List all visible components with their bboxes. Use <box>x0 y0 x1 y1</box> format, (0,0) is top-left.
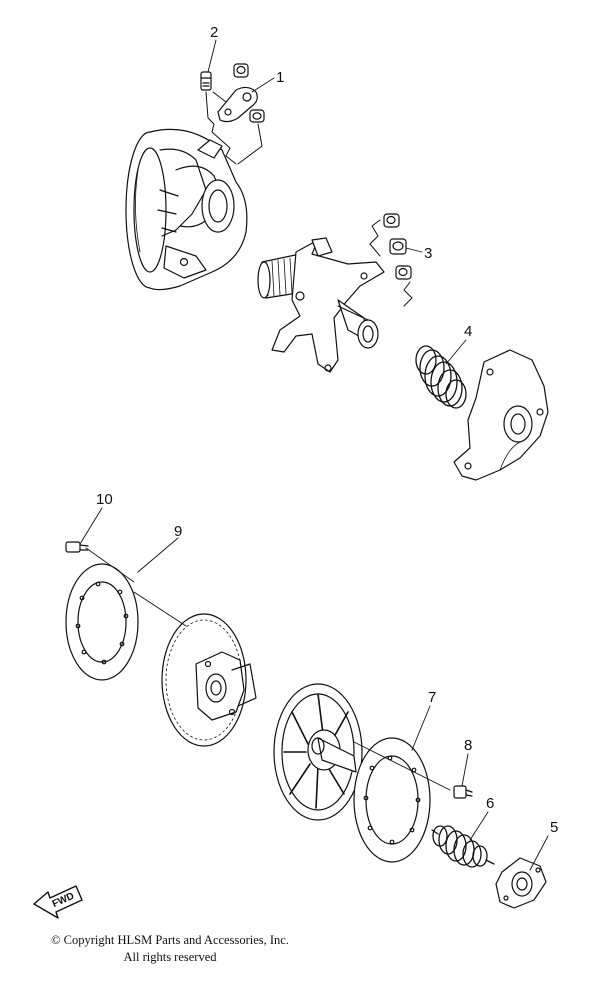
bolt-part-2 <box>200 71 212 91</box>
assembly-lines-top <box>205 91 263 165</box>
cam-part-5 <box>495 857 547 909</box>
fixed-sheave-housing <box>125 128 248 291</box>
callout-8: 8 <box>464 737 472 754</box>
callout-5: 5 <box>550 819 558 836</box>
callout-6: 6 <box>486 795 494 812</box>
callout-4: 4 <box>464 323 472 340</box>
assembly-lines-spacers <box>369 219 413 307</box>
callout-7: 7 <box>428 689 436 706</box>
copyright-line: © Copyright HLSM Parts and Accessories, … <box>51 933 289 947</box>
spacer-parts-top <box>233 63 265 123</box>
leader-lines <box>79 39 549 871</box>
spring-part-6 <box>431 825 495 868</box>
driven-movable-sheave <box>273 683 363 821</box>
rights-line: All rights reserved <box>123 950 217 964</box>
assembly-line-disc <box>353 741 451 791</box>
callout-1: 1 <box>276 69 284 86</box>
driven-fixed-sheave <box>161 613 257 747</box>
cam-arm-part-1 <box>217 86 258 123</box>
friction-disc-part-7 <box>353 737 431 863</box>
spacers-part-3 <box>383 213 412 280</box>
callout-10: 10 <box>96 491 113 508</box>
callout-9: 9 <box>174 523 182 540</box>
bolt-part-10 <box>65 541 89 553</box>
spring-part-4 <box>415 345 467 409</box>
callout-labels: 1 2 3 4 5 6 7 8 9 10 <box>96 24 558 836</box>
spider-cover-plate <box>453 349 549 481</box>
assembly-lines-bottom-left <box>85 547 187 627</box>
fwd-arrow-icon: FWD <box>33 885 83 919</box>
friction-disc-part-9 <box>65 563 139 681</box>
spider-hub <box>257 237 385 373</box>
callout-3: 3 <box>424 245 432 262</box>
bolt-part-8 <box>453 785 473 799</box>
callout-2: 2 <box>210 24 218 41</box>
